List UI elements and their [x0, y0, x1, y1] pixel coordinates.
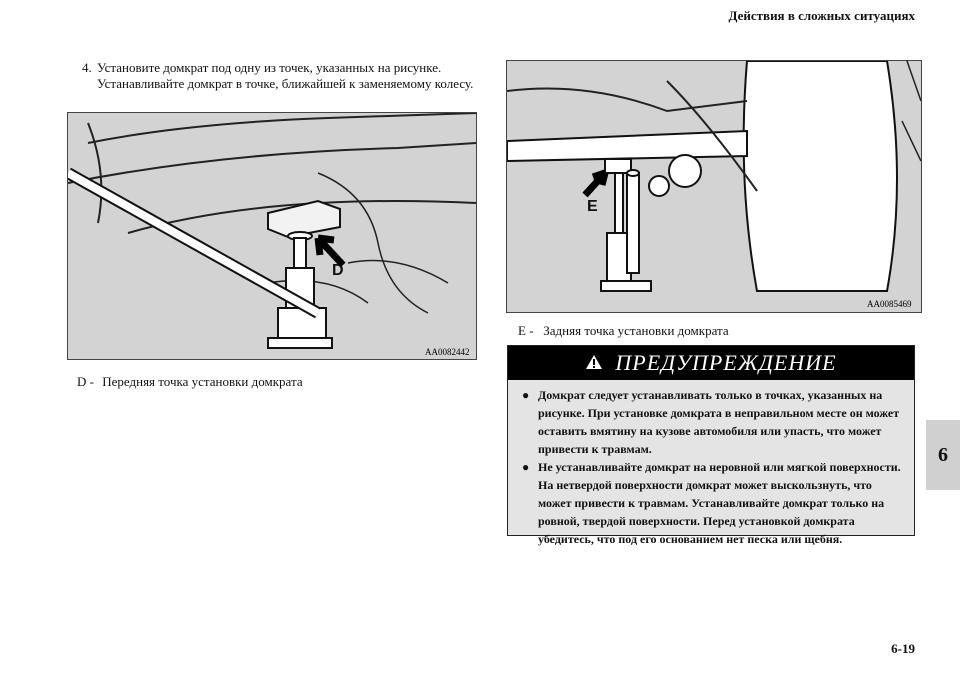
figure-code: AA0082442 [425, 347, 470, 357]
warning-item: ● Домкрат следует устанавливать только в… [522, 388, 900, 456]
warning-box: ПРЕДУПРЕЖДЕНИЕ ● Домкрат следует устанав… [507, 345, 915, 546]
warning-title: ПРЕДУПРЕЖДЕНИЕ [615, 350, 837, 375]
caption-rear: E - Задняя точка установки домкрата [518, 323, 729, 339]
running-header: Действия в сложных ситуациях [728, 8, 915, 23]
warning-item: ● Не устанавливайте домкрат на неровной … [522, 460, 901, 546]
figure-code: AA0085469 [867, 299, 912, 309]
page-number: 6-19 [891, 641, 915, 656]
warning-triangle-icon [585, 350, 603, 376]
caption-front: D - Передняя точка установки домкрата [77, 374, 303, 390]
caption-letter: E - [518, 323, 534, 338]
bullet-icon: ● [522, 388, 530, 402]
caption-text: Передняя точка установки домкрата [102, 374, 303, 389]
caption-letter: D - [77, 374, 94, 389]
callout-e: E [587, 198, 598, 215]
step-number: 4. [82, 60, 92, 75]
instruction-step: 4. Установите домкрат под одну из точек,… [82, 60, 492, 92]
front-jack-illustration: D AA0082442 [67, 112, 477, 360]
chapter-tab: 6 [926, 420, 960, 490]
front-jack-drawing: D AA0082442 [68, 113, 476, 359]
callout-d: D [332, 262, 344, 279]
step-text: Установите домкрат под одну из точек, ук… [97, 60, 474, 91]
rear-jack-illustration: E AA0085469 [506, 60, 922, 313]
caption-text: Задняя точка установки домкрата [543, 323, 729, 338]
warning-list: ● Домкрат следует устанавливать только в… [508, 386, 914, 548]
bullet-icon: ● [522, 460, 530, 474]
warning-header: ПРЕДУПРЕЖДЕНИЕ [508, 346, 914, 380]
rear-jack-drawing: E AA0085469 [507, 61, 921, 312]
